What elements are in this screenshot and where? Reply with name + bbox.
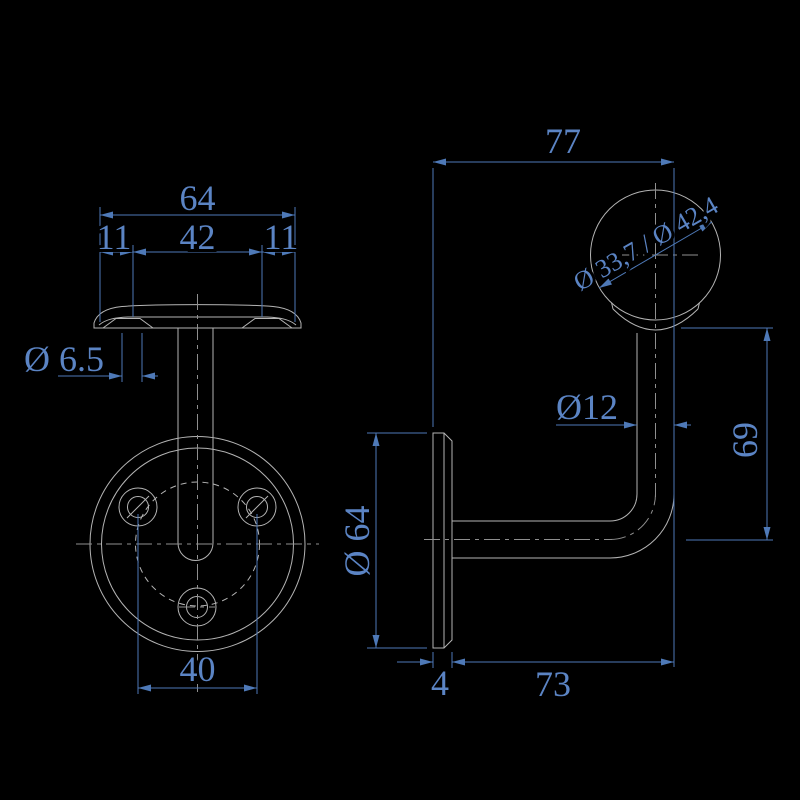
saddle-cap-outline (93, 304, 302, 329)
ext-lines-top (99, 207, 296, 322)
wall-plate-outline (432, 432, 453, 649)
label-arm-length: 73 (535, 664, 571, 704)
screw-hole-right-slash (245, 495, 269, 519)
label-hole-spacing: 40 (180, 649, 216, 689)
saddle-right-tab (241, 318, 293, 329)
ext-lines-4-73 (432, 652, 453, 668)
screw-hole-left-slash (126, 495, 150, 519)
label-screw-hole-diameter: Ø 6.5 (24, 339, 104, 379)
saddle-left-tab (102, 318, 154, 329)
dim-line-ball (598, 221, 713, 289)
centerlines (76, 183, 701, 692)
label-height: 69 (725, 422, 765, 458)
label-right-offset: 11 (264, 217, 299, 257)
ext-lines-64-plate (367, 432, 427, 649)
label-total-width: 64 (180, 178, 216, 218)
elbow-inner-arc (609, 493, 638, 522)
label-total-depth: 77 (545, 121, 581, 161)
label-center-width: 42 (180, 217, 216, 257)
label-plate-thickness: 4 (431, 663, 449, 703)
ext-lines-69 (681, 327, 773, 541)
ext-lines-6-5 (121, 333, 143, 382)
label-plate-diameter: Ø 64 (337, 506, 377, 577)
ball-cup (611, 302, 700, 331)
ext-lines-40 (137, 514, 258, 694)
label-left-offset: 11 (97, 217, 132, 257)
elbow-outer-arc (609, 493, 675, 559)
elbow-centerline-arc (609, 493, 656, 540)
front-stem (177, 328, 214, 561)
ext-lines-77 (432, 168, 675, 667)
dimension-labels: 64 11 42 11 Ø 6.5 40 77 Ø 33,7 / Ø 42,4 … (21, 118, 768, 707)
label-tube-diameter: Ø12 (556, 387, 618, 427)
